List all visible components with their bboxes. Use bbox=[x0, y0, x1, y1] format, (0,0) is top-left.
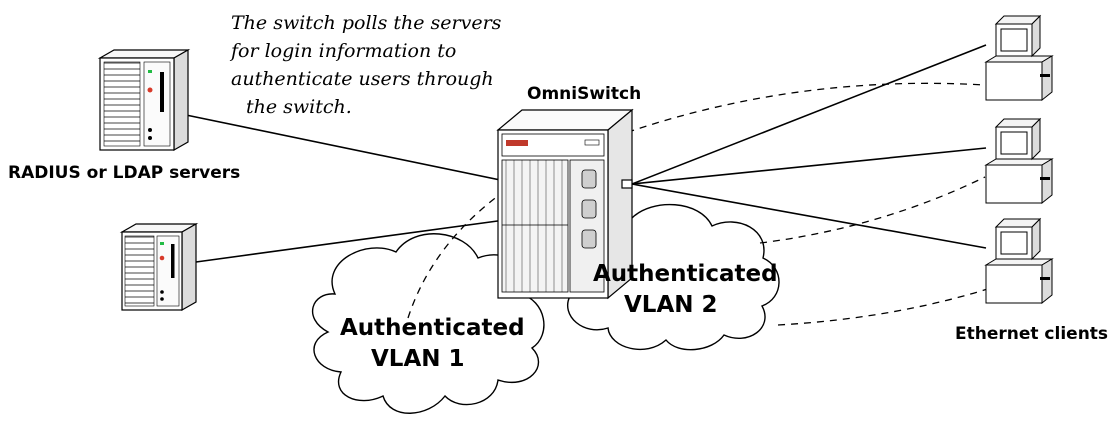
vlan-2-label-line-1: Authenticated bbox=[593, 261, 778, 287]
switch-header-panel bbox=[501, 133, 605, 157]
server-1-green-led bbox=[148, 70, 152, 73]
switch-badge bbox=[584, 139, 600, 146]
client-pc-1 bbox=[984, 14, 1054, 102]
server-1-red-led bbox=[147, 87, 153, 93]
clients-label: Ethernet clients bbox=[955, 324, 1108, 344]
omniswitch-label: OmniSwitch bbox=[527, 84, 641, 104]
annotation-line-3: authenticate users through bbox=[231, 68, 494, 90]
switch-psu-2 bbox=[581, 199, 597, 219]
vlan-1-label-line-1: Authenticated bbox=[340, 315, 525, 341]
server-1 bbox=[97, 48, 191, 152]
link-client-3 bbox=[631, 183, 987, 249]
dashed-path-client-2 bbox=[759, 176, 986, 244]
switch-psu-3 bbox=[581, 229, 597, 249]
link-client-1 bbox=[631, 44, 987, 185]
annotation-line-1: The switch polls the servers bbox=[231, 12, 502, 34]
omniswitch-device bbox=[496, 108, 634, 300]
servers-label: RADIUS or LDAP servers bbox=[8, 163, 240, 183]
switch-psu-1 bbox=[581, 169, 597, 189]
annotation-line-4: the switch. bbox=[246, 96, 352, 118]
annotation-line-2: for login information to bbox=[229, 40, 456, 62]
dashed-path-client-3 bbox=[777, 284, 1001, 326]
switch-logo bbox=[506, 140, 528, 146]
vlan-1-label-line-2: VLAN 1 bbox=[371, 346, 465, 372]
server-2-green-led bbox=[160, 242, 164, 245]
link-server-1 bbox=[185, 114, 516, 184]
vlan-2-label-line-2: VLAN 2 bbox=[624, 292, 718, 318]
vlan-1-cloud bbox=[311, 233, 545, 414]
switch-slot-bank bbox=[501, 159, 569, 293]
client-links bbox=[631, 44, 987, 249]
client-pc-2 bbox=[984, 117, 1054, 205]
server-2 bbox=[119, 222, 199, 312]
link-client-2 bbox=[631, 147, 987, 185]
server-links bbox=[185, 114, 516, 263]
server-2-red-led bbox=[159, 255, 165, 261]
link-server-2 bbox=[195, 219, 506, 263]
client-pc-3 bbox=[984, 217, 1054, 305]
switch-port bbox=[621, 179, 633, 189]
